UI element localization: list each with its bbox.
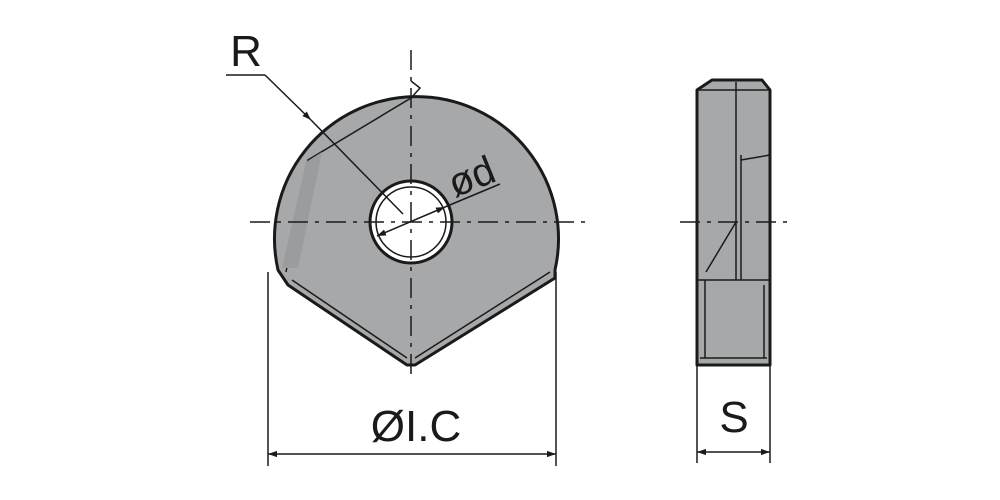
- bore-dim-line: [376, 206, 446, 237]
- side-step-lower: [705, 221, 737, 273]
- chamfer-face: [282, 152, 322, 268]
- radius-leader: [264, 74, 312, 121]
- insert-front-view: [273, 80, 560, 367]
- thickness-dimension: [696, 365, 771, 463]
- radius-dimension: R: [226, 27, 404, 215]
- ic-dimension: [267, 272, 557, 466]
- radius-line-inner: [310, 119, 404, 215]
- bore-dim-extension: [444, 183, 501, 208]
- radius-label: R: [230, 27, 262, 76]
- thickness-label: S: [719, 393, 748, 442]
- ic-label: ØI.C: [371, 402, 461, 451]
- bottom-edge-right: [414, 271, 551, 359]
- bottom-edge-left: [291, 279, 408, 359]
- side-step-upper: [740, 154, 771, 161]
- insert-side-view: [680, 78, 790, 367]
